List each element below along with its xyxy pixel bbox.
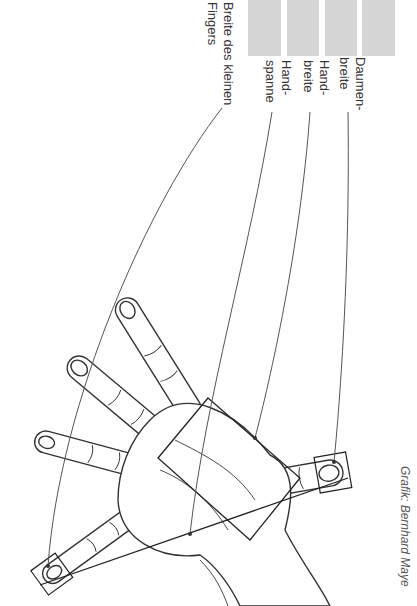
credit-text: Grafik: Bernhard Maye (397, 466, 413, 606)
answer-field (248, 0, 281, 56)
answer-field (325, 0, 357, 56)
measure-box (31, 553, 73, 595)
leader-dot (332, 460, 336, 464)
leader-line (48, 108, 222, 566)
measure-label: Daumen- breite (336, 57, 368, 111)
palm-lines (160, 440, 255, 606)
span-line (40, 478, 348, 585)
leader-dot (253, 436, 257, 440)
measure-label: Hand- breite (300, 60, 332, 110)
answer-field (362, 0, 395, 56)
leader-line (190, 112, 272, 534)
measure-label: Breite des kleinen Fingers (204, 2, 236, 106)
answer-field (287, 0, 319, 56)
leader-line (255, 112, 310, 438)
leader-dot (46, 564, 50, 568)
measure-label: Hand- spanne (262, 60, 294, 110)
leader-line (334, 112, 348, 462)
palm (118, 404, 330, 606)
leader-dot (188, 532, 192, 536)
measure-box (314, 452, 352, 493)
